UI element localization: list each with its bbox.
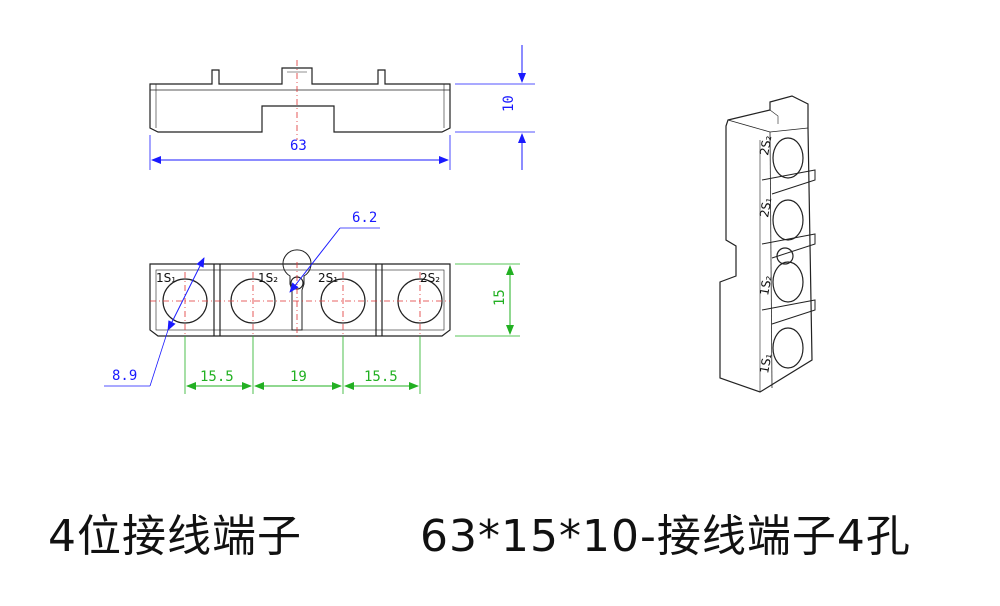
iso-hole-2 [772, 199, 804, 241]
center-hole-label: 6.2 [352, 210, 377, 226]
center-hole-dimension: 6.2 [289, 210, 380, 293]
iso-view [719, 95, 816, 393]
top-length-dimension: 63 [149, 135, 451, 170]
caption-product-name: 4位接线端子 [48, 511, 302, 562]
top-height-label: 10 [501, 95, 517, 112]
iso-label-1s1: 1S₁ [757, 352, 774, 374]
center-keyhole [282, 249, 312, 331]
front-view-body [149, 263, 451, 337]
front-centerlines [150, 262, 450, 340]
terminal-label-1s1: 1S₁ [156, 271, 176, 285]
terminal-label-1s2: 1S₂ [258, 271, 278, 285]
iso-labels: 2S₂ 2S₁ 1S₂ 1S₁ [757, 134, 774, 374]
spacing-label-2: 19 [290, 369, 307, 385]
iso-hole-4 [772, 327, 804, 369]
front-height-dimension: 15 [455, 263, 520, 337]
top-view [149, 60, 451, 140]
hole-diameter-label: 8.9 [112, 368, 137, 384]
spacing-label-1: 15.5 [200, 369, 234, 385]
top-view-body [149, 67, 451, 133]
iso-label-2s2: 2S₂ [757, 134, 774, 156]
iso-hole-3 [772, 261, 804, 303]
iso-label-2s1: 2S₁ [757, 196, 774, 218]
top-length-label: 63 [290, 138, 307, 154]
top-height-dimension: 10 [455, 45, 535, 170]
iso-hole-1 [772, 137, 804, 179]
terminal-labels: 1S₁ 1S₂ 2S₁ 2S₂ [156, 271, 440, 285]
front-view [149, 249, 451, 337]
terminal-label-2s2: 2S₂ [420, 271, 440, 285]
iso-center-hole [776, 247, 794, 265]
terminal-label-2s1: 2S₁ [318, 271, 338, 285]
front-height-label: 15 [492, 289, 508, 306]
hole-diameter-dimension: 8.9 [104, 257, 205, 387]
iso-label-1s2: 1S₂ [757, 274, 774, 296]
spacing-dimensions [184, 336, 421, 394]
caption-product-spec: 63*15*10-接线端子4孔 [420, 511, 911, 562]
spacing-label-3: 15.5 [364, 369, 398, 385]
